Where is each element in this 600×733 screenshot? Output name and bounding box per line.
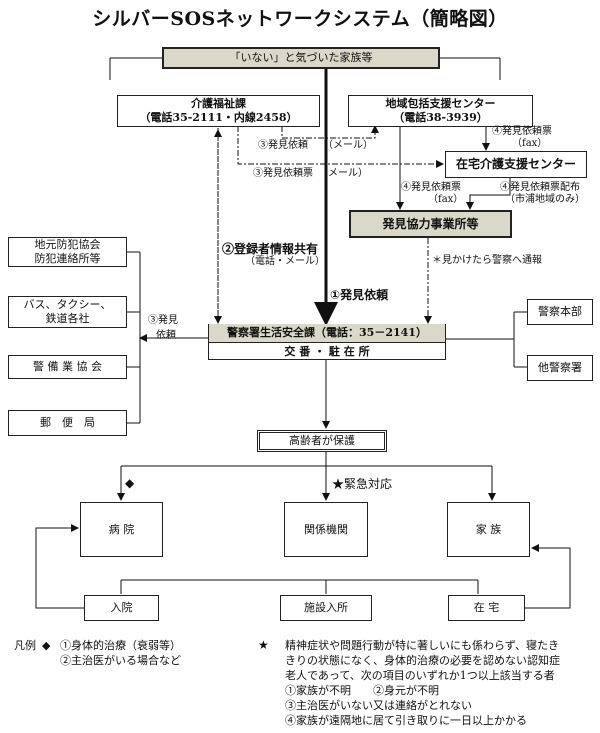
- zaitaku-bottom-box: 在 宅: [448, 595, 525, 621]
- keibi-label: 警 備 業 協 会: [33, 360, 102, 374]
- keisatsu-honbu-box: 警察本部: [527, 299, 593, 325]
- bohan-line1: 地元防犯協会: [34, 238, 101, 252]
- byoin-label: 病 院: [108, 522, 135, 536]
- irai3-mail-label: ③発見依頼 （メール）: [258, 140, 373, 151]
- legend-diamond-item: ②主治医がいる場合など: [60, 654, 181, 667]
- irai1-label: ①発見依頼: [330, 288, 389, 302]
- haifu-label: ④発見依頼票配布: [500, 182, 580, 193]
- page-title: シルバーSOSネットワークシステム（簡略図）: [92, 8, 508, 30]
- irai3-hyo-mail-label: ③発見依頼票 （メール）: [253, 168, 368, 179]
- shisetsu-label: 施設入所: [304, 601, 348, 615]
- chiiki-hokatsu-phone: （電話38-3939）: [393, 111, 488, 124]
- legend-star-line: ①家族が不明 ②身元が不明: [285, 684, 439, 697]
- hogo-box: 高齢者が保護: [257, 430, 387, 452]
- legend-star: ★: [258, 638, 269, 652]
- kazoku-label: 家 族: [475, 522, 502, 536]
- irai4-fax2-label: ④発見依頼票: [401, 182, 461, 193]
- legend-diamond: ◆: [42, 639, 51, 652]
- zaitaku-kaigo-label: 在宅介護支援センター: [455, 157, 576, 171]
- kaigo-fukushi-phone: （電話35-2111・内線2458）: [139, 111, 298, 124]
- yubinkyoku-box: 郵 便 局: [8, 410, 127, 436]
- bohan-line2: 防犯連絡所等: [34, 252, 101, 265]
- kaigo-fukushi-box: 介護福祉課 （電話35-2111・内線2458）: [117, 95, 320, 127]
- legend-star-line: ④家族が遠隔地に居て引き取りに一日以上かかる: [285, 714, 527, 727]
- bus-line2: 鉄道各社: [45, 312, 90, 325]
- haifu-note: （市浦地域のみ）: [505, 194, 585, 205]
- kankei-kikan-box: 関係機関: [284, 502, 368, 557]
- bohan-kyokai-box: 地元防犯協会 防犯連絡所等: [8, 237, 127, 267]
- zaitaku-kaigo-box: 在宅介護支援センター: [445, 151, 587, 178]
- hakken-kyoryoku-box: 発見協力事業所等: [349, 210, 512, 238]
- police-box: 警察署生活安全課（電話：35－2141） 交 番 ・ 駐 在 所: [208, 323, 446, 360]
- legend-star-line: ③主治医がいない又は連絡がとれない: [285, 699, 472, 712]
- irai4-fax-label: ④発見依頼票: [492, 126, 552, 137]
- ta-keisatsu-label: 他警察署: [538, 361, 582, 375]
- police-sub: 交 番 ・ 駐 在 所: [284, 344, 370, 358]
- hakken-kyoryoku-label: 発見協力事業所等: [382, 216, 479, 231]
- kazoku-box: 家 族: [447, 502, 530, 557]
- touroku-label: ②登録者情報共有: [222, 242, 319, 256]
- legend-star-line: 老人であって、次の項目のいずれか1つ以上該当する者: [285, 669, 555, 682]
- chiiki-hokatsu-box: 地域包括支援センター （電話38-3939）: [348, 95, 533, 127]
- diamond-mark: ◆: [125, 476, 135, 490]
- nyuin-label: 入院: [110, 601, 133, 615]
- bus-line1: バス、タクシー、: [23, 298, 112, 312]
- chiiki-hokatsu-name: 地域包括支援センター: [385, 97, 496, 111]
- zaitaku-bottom-label: 在 宅: [473, 601, 500, 615]
- ta-keisatsu-box: 他警察署: [527, 355, 593, 381]
- legend-diamond-item: ①身体的治療（衰弱等）: [60, 639, 181, 652]
- nyuin-box: 入院: [84, 595, 159, 621]
- legend-label: 凡例: [14, 639, 36, 652]
- byoin-box: 病 院: [80, 502, 163, 557]
- irai4-fax2-unit: （fax）: [428, 194, 464, 205]
- legend-star-line: 精神症状や問題行動が特に著しいにも係わらず、寝たき: [285, 639, 560, 652]
- kinkyu-label: ★緊急対応: [332, 477, 393, 491]
- family-box-label: 「いない」と気づいた家族等: [229, 51, 373, 65]
- yubinkyoku-label: 郵 便 局: [40, 416, 95, 430]
- kankei-kikan-label: 関係機関: [304, 522, 348, 536]
- irai3-left-1: ③発見: [148, 315, 178, 326]
- shisetsu-box: 施設入所: [280, 595, 372, 621]
- bus-taxi-box: バス、タクシー、 鉄道各社: [8, 296, 127, 328]
- family-box: 「いない」と気づいた家族等: [162, 47, 440, 69]
- legend-star-line: きりの状態になく、身体的治療の必要を認めない認知症: [285, 654, 560, 667]
- irai4-fax-unit: （fax）: [512, 138, 548, 149]
- keibi-kyokai-box: 警 備 業 協 会: [8, 355, 127, 379]
- mikaketara-label: ＊見かけたら警察へ通報: [432, 255, 542, 266]
- police-name: 警察署生活安全課（電話：35－2141）: [209, 323, 445, 343]
- keisatsu-honbu-label: 警察本部: [538, 305, 582, 319]
- touroku-sub: （電話・メール）: [245, 256, 325, 267]
- irai3-left-2: 依頼: [156, 330, 176, 341]
- kaigo-fukushi-name: 介護福祉課: [191, 97, 246, 111]
- hogo-label: 高齢者が保護: [289, 434, 355, 448]
